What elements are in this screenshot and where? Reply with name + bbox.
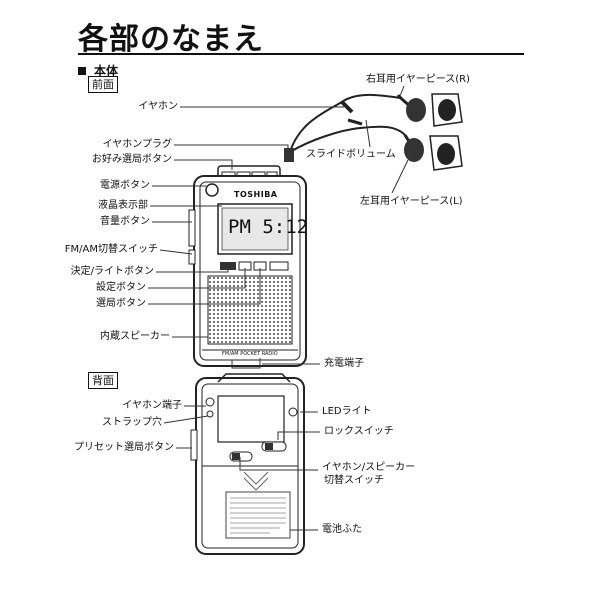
label-output-switch-line2: 切替スイッチ (324, 475, 384, 486)
section-heading: 本体 (78, 62, 118, 79)
label-led-light: LEDライト (322, 406, 372, 417)
title-divider (78, 53, 524, 55)
label-left-earpiece: 左耳用イヤーピース(L) (360, 196, 463, 207)
bottom-print: FM/AM POCKET RADIO (222, 351, 278, 357)
label-power-button: 電源ボタン (100, 180, 150, 191)
back-radio-body (190, 373, 305, 555)
earphone-plug-shape (284, 148, 294, 162)
brand-logo: TOSHIBA (234, 190, 278, 199)
label-tuning-button: 選局ボタン (96, 298, 146, 309)
label-right-earpiece: 右耳用イヤーピース(R) (366, 74, 470, 85)
front-view-label: 前面 (88, 76, 118, 93)
label-earphone-jack: イヤホン端子 (122, 400, 182, 411)
section-title: 本体 (94, 64, 119, 78)
label-battery-cover: 電池ふた (322, 524, 362, 535)
section-bullet-icon (78, 67, 86, 75)
label-earphone: イヤホン (138, 101, 178, 112)
right-earpiece-shape (396, 93, 463, 127)
label-preset-button: プリセット選局ボタン (74, 442, 174, 453)
label-setting-button: 設定ボタン (96, 282, 146, 293)
label-volume-button: 音量ボタン (100, 216, 150, 227)
label-lock-switch: ロックスイッチ (324, 426, 394, 437)
label-lcd: 液晶表示部 (98, 200, 148, 211)
left-earpiece-shape (403, 134, 463, 171)
label-strap-hole: ストラップ穴 (102, 417, 162, 428)
label-slide-volume: スライドボリューム (306, 149, 396, 160)
back-view-label: 背面 (88, 372, 118, 389)
label-output-switch-line1: イヤホン/スピーカー (322, 462, 416, 473)
front-radio-body (188, 93, 406, 367)
lcd-display-text: PM 5:12 (228, 216, 309, 238)
label-enter-light-button: 決定/ライトボタン (70, 266, 154, 277)
label-charge-port: 充電端子 (324, 358, 364, 369)
label-band-switch: FM/AM切替スイッチ (64, 244, 158, 255)
label-speaker: 内蔵スピーカー (100, 331, 170, 342)
page-title: 各部のなまえ (78, 22, 264, 57)
label-fav-button: お好み選局ボタン (92, 154, 172, 165)
label-earphone-plug: イヤホンプラグ (102, 139, 172, 150)
